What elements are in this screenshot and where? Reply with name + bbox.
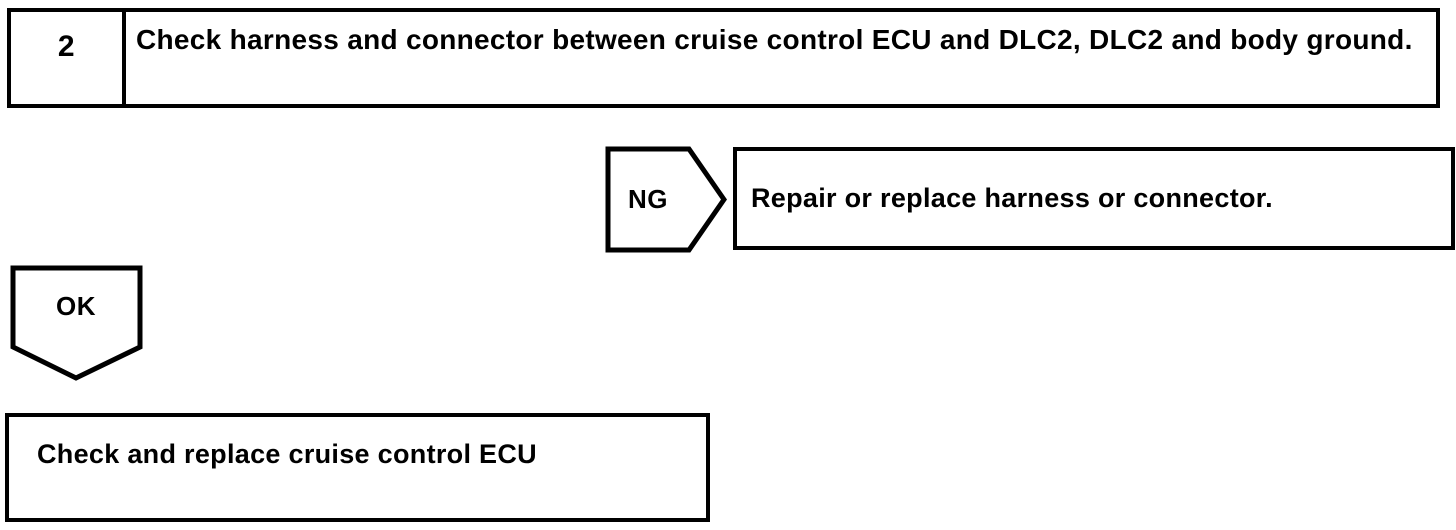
step-number: 2 <box>11 12 126 104</box>
ok-action-box: Check and replace cruise control ECU <box>5 413 710 522</box>
ok-label: OK <box>56 291 96 321</box>
ng-connector: NG <box>605 146 727 253</box>
ng-action-box: Repair or replace harness or connector. <box>733 147 1455 250</box>
pentagon-right-icon <box>605 146 727 253</box>
ng-action-text: Repair or replace harness or connector. <box>751 183 1273 213</box>
ok-action-text: Check and replace cruise control ECU <box>37 439 537 469</box>
pentagon-down-icon <box>10 265 143 381</box>
ng-label: NG <box>628 184 668 214</box>
step-instruction: Check harness and connector between crui… <box>136 24 1413 55</box>
step-box: 2 Check harness and connector between cr… <box>7 8 1440 108</box>
ok-connector: OK <box>10 265 144 382</box>
